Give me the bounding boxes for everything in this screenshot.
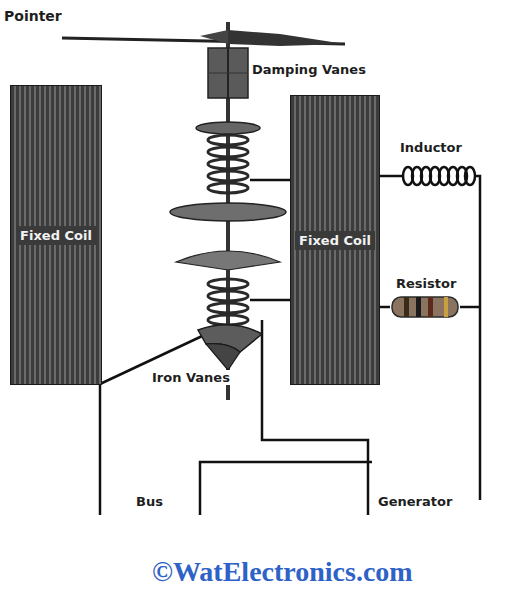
coil-label: Fixed Coil: [295, 231, 375, 250]
inductor-symbol: [403, 167, 475, 185]
part-label: Generator: [376, 494, 454, 509]
spring-symbol: [208, 279, 248, 325]
fixed-coil: Fixed Coil: [290, 95, 380, 385]
part-label: Resistor: [394, 276, 458, 291]
part-label: Pointer: [2, 8, 64, 24]
damping-vanes-symbol: [208, 48, 248, 98]
disc: [170, 203, 286, 221]
part-label: Iron Vanes: [150, 370, 232, 385]
coil-label: Fixed Coil: [16, 226, 96, 245]
resistor-symbol: [392, 297, 458, 317]
pointer-symbol: [62, 30, 345, 46]
part-label: Damping Vanes: [250, 62, 368, 77]
part-label: Inductor: [398, 140, 464, 155]
spring-symbol: [208, 135, 248, 193]
iron-vanes-symbol: [198, 325, 262, 370]
fixed-coil: Fixed Coil: [10, 85, 102, 385]
part-label: Bus: [134, 494, 165, 509]
watermark: ©WatElectronics.com: [150, 556, 415, 588]
